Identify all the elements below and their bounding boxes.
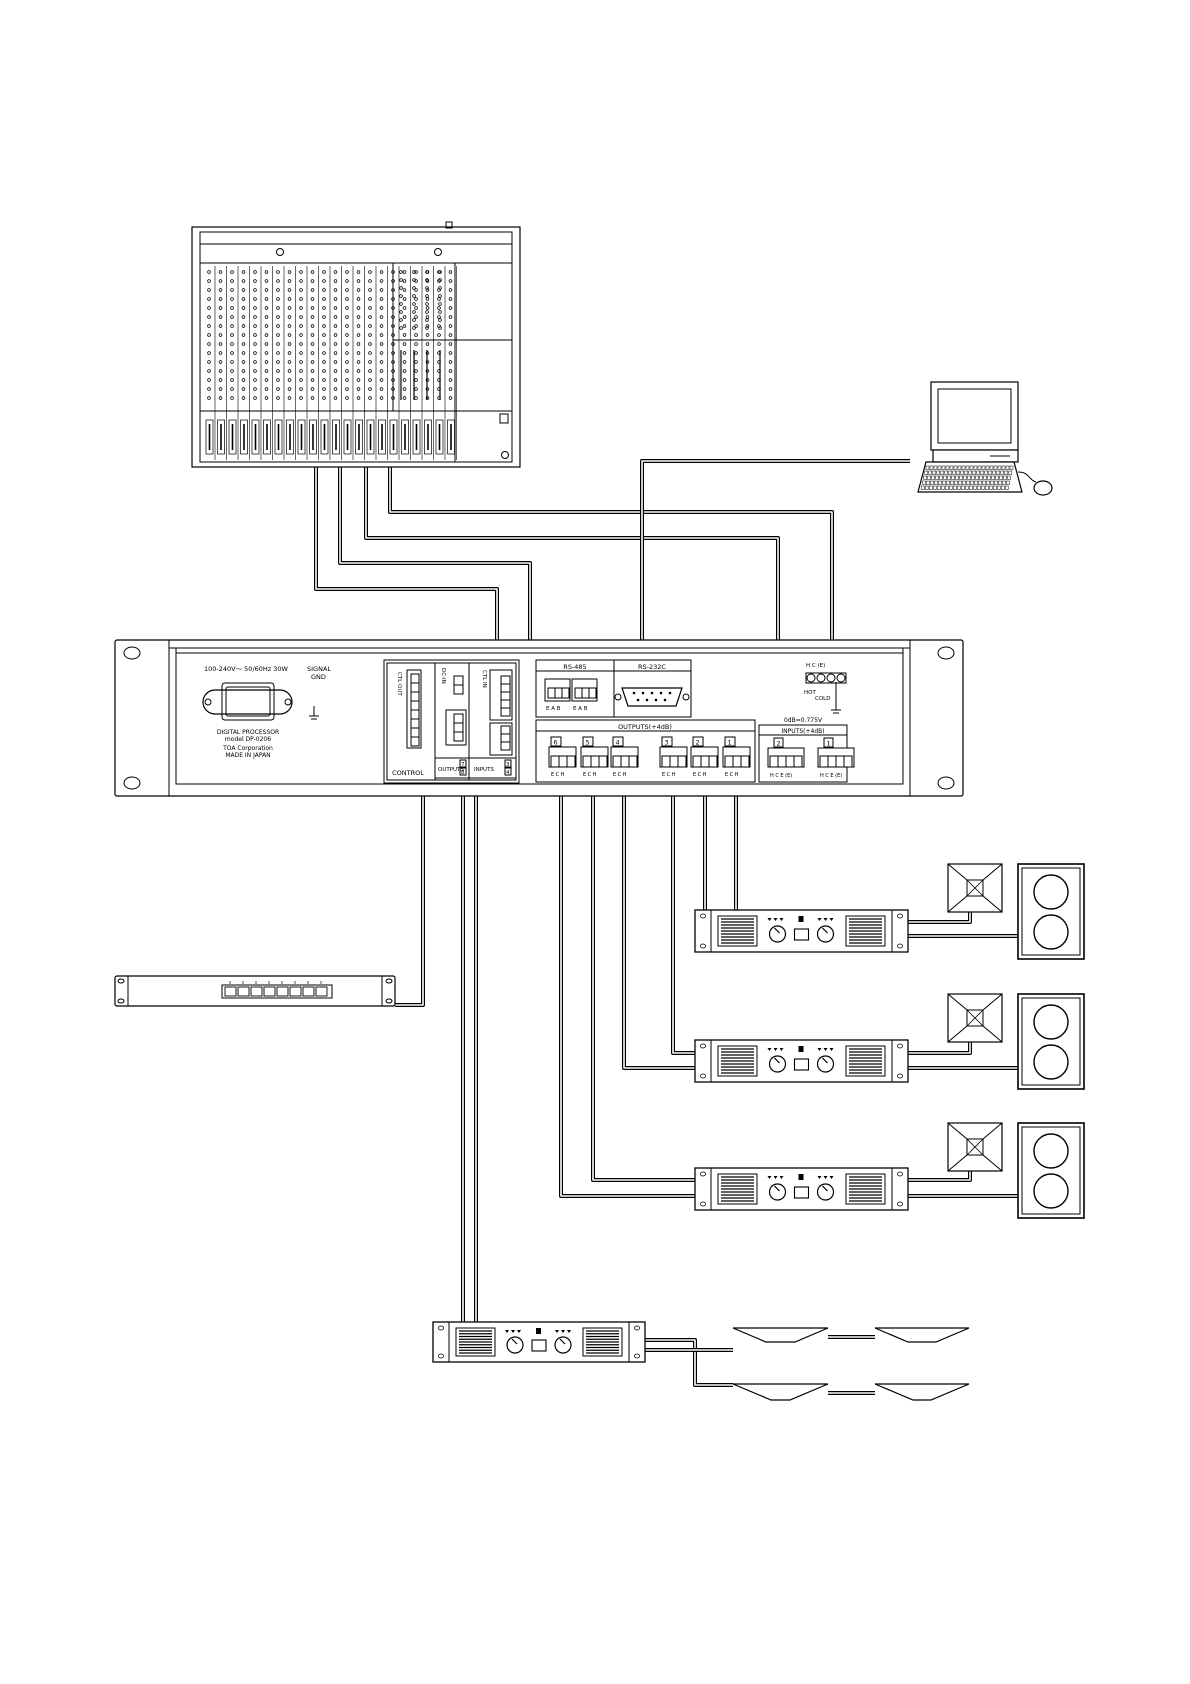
model-label: TOA Corporation — [222, 745, 273, 752]
power-switch — [795, 929, 809, 940]
rs485-label: RS-485 — [563, 663, 586, 671]
loudspeaker-cabinet-icon — [1018, 1123, 1084, 1218]
output-channel-number: 1 — [728, 739, 732, 747]
ctl-out-label: CTL OUT — [396, 672, 402, 696]
power-amplifiers — [433, 910, 908, 1362]
output-channel-number: 2 — [696, 739, 700, 747]
input-channel-number: 1 — [827, 740, 831, 748]
loudspeaker-cabinet-icon — [1018, 864, 1084, 959]
power-switch — [532, 1340, 546, 1351]
outputs-label: OUTPUTS(+4dB) — [618, 723, 672, 731]
cable-out5-to-amp3 — [593, 782, 695, 1180]
output-pin-label: ECH — [583, 772, 598, 778]
remote-control-panel — [115, 976, 395, 1006]
signal-gnd-label: SIGNAL — [307, 665, 331, 673]
output-pin-label: ECH — [662, 772, 677, 778]
dc-in-label: DC-IN — [440, 668, 446, 684]
ceiling-speaker-icon — [875, 1384, 969, 1400]
horn-speaker-icon — [948, 864, 1002, 912]
output-pin-label: ECH — [613, 772, 628, 778]
output-pin-label: ECH — [551, 772, 566, 778]
legend-top: H C (E) — [806, 663, 825, 669]
cable-out3-to-amp2 — [673, 782, 695, 1053]
loudspeaker-cabinet-icon — [1018, 994, 1084, 1089]
ctl-out-terminal — [411, 674, 419, 746]
power-amplifier — [433, 1322, 645, 1362]
horn-speaker-icon — [948, 1123, 1002, 1171]
out-num: 8 — [461, 770, 465, 776]
cable-control-to-panel — [395, 765, 423, 1005]
input-pin-label: H C E (E) — [770, 773, 792, 779]
control-label: CONTROL — [392, 769, 424, 777]
power-switch — [795, 1187, 809, 1198]
cables — [316, 461, 1018, 1393]
ctl-in-terminal — [501, 676, 510, 750]
legend-cold: COLD — [815, 696, 830, 702]
rs232c-label: RS-232C — [638, 663, 666, 671]
rs485-pins: E A B — [546, 706, 561, 712]
digital-processor: 100-240V～ 50/60Hz 30W SIGNAL GND DIGITAL… — [115, 640, 963, 796]
model-label: DIGITAL PROCESSOR — [217, 729, 279, 736]
rs485-pins: E A B — [573, 706, 588, 712]
inputs-small-label: INPUTS — [474, 767, 494, 773]
computer — [918, 382, 1052, 495]
output-channel-number: 3 — [665, 739, 669, 747]
output-channel-number: 5 — [586, 739, 590, 747]
cable-out4-to-amp2 — [624, 782, 695, 1068]
model-label: MADE IN JAPAN — [225, 752, 270, 759]
power-amplifier — [695, 1168, 908, 1210]
power-amplifier — [695, 910, 908, 952]
out-num: 7 — [461, 762, 465, 768]
ceiling-speaker-icon — [733, 1384, 828, 1400]
mixing-console — [192, 222, 520, 467]
output-channel-number: 6 — [554, 739, 558, 747]
in-num: 3 — [506, 762, 510, 768]
power-switch — [795, 1059, 809, 1070]
cable-outputs-to-amp4 — [463, 765, 476, 1330]
inputs-label: INPUTS(+4dB) — [781, 728, 824, 735]
ctl-in-label: CTL IN — [481, 670, 487, 688]
signal-gnd-label: GND — [311, 673, 326, 681]
ref-level-label: 0dB=0.775V — [784, 717, 823, 724]
power-amplifier — [695, 1040, 908, 1082]
in-num: 4 — [506, 770, 510, 776]
horn-speaker-icon — [948, 994, 1002, 1042]
input-pin-label: H C E (E) — [820, 773, 842, 779]
power-spec: 100-240V～ 50/60Hz 30W — [204, 665, 289, 673]
output-pin-label: ECH — [725, 772, 740, 778]
output-channel-number: 4 — [616, 739, 620, 747]
mouse-icon — [1034, 481, 1052, 495]
ceiling-speaker-icon — [875, 1328, 969, 1342]
ceiling-speaker-icon — [733, 1328, 828, 1342]
input-channel-number: 2 — [777, 740, 781, 748]
output-pin-label: ECH — [693, 772, 708, 778]
model-label: model DP-0206 — [225, 736, 271, 743]
